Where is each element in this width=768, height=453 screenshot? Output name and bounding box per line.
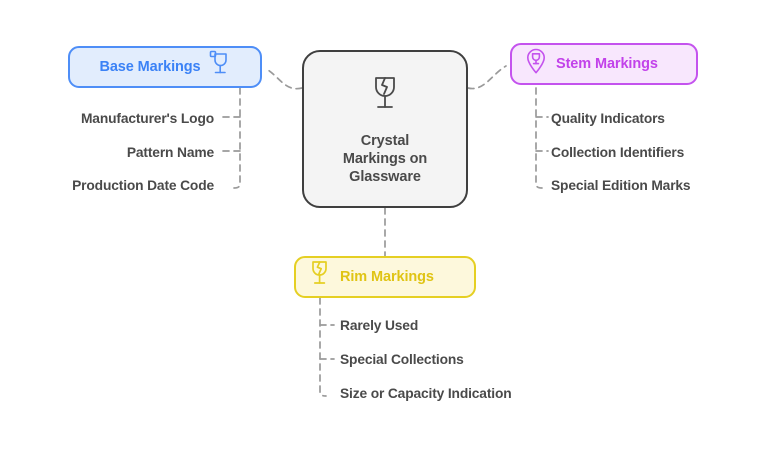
edge-base-spine (233, 87, 241, 189)
branch-node-stem[interactable]: Stem Markings (510, 43, 698, 85)
edge-stem-spine (535, 87, 543, 189)
branch-node-base[interactable]: Base Markings (68, 46, 262, 88)
branch-node-base-label: Base Markings (99, 59, 201, 75)
edge-center-base (267, 69, 303, 90)
center-label-line-1: Crystal (360, 132, 410, 149)
leaf-label-stem-0[interactable]: Quality Indicators (551, 111, 665, 126)
cracked-wine-glass-icon (308, 259, 332, 296)
branch-node-stem-label: Stem Markings (556, 56, 658, 72)
leaf-label-base-1[interactable]: Pattern Name (126, 145, 214, 160)
edge-center-stem (467, 65, 507, 90)
edge-rim-spine (319, 297, 327, 397)
map-pin-wine-glass-icon (524, 47, 548, 82)
center-label-line-3: Glassware (349, 168, 421, 185)
leaf-label-rim-2[interactable]: Size or Capacity Indication (340, 386, 512, 401)
leaf-label-base-0[interactable]: Manufacturer's Logo (80, 111, 214, 126)
leaf-label-stem-2[interactable]: Special Edition Marks (551, 178, 691, 193)
center-label-line-2: Markings on (342, 150, 428, 167)
center-node[interactable]: Crystal Markings on Glassware (302, 50, 468, 208)
center-node-label: Crystal Markings on Glassware (343, 132, 427, 186)
branch-node-rim[interactable]: Rim Markings (294, 256, 476, 298)
leaf-label-rim-1[interactable]: Special Collections (340, 352, 464, 367)
leaf-label-stem-1[interactable]: Collection Identifiers (551, 145, 685, 160)
branch-node-rim-label: Rim Markings (340, 269, 434, 285)
wine-glass-tag-icon (209, 50, 231, 85)
leaf-label-base-2[interactable]: Production Date Code (72, 178, 214, 193)
broken-wine-glass-icon (368, 73, 402, 122)
leaf-label-rim-0[interactable]: Rarely Used (340, 318, 419, 333)
